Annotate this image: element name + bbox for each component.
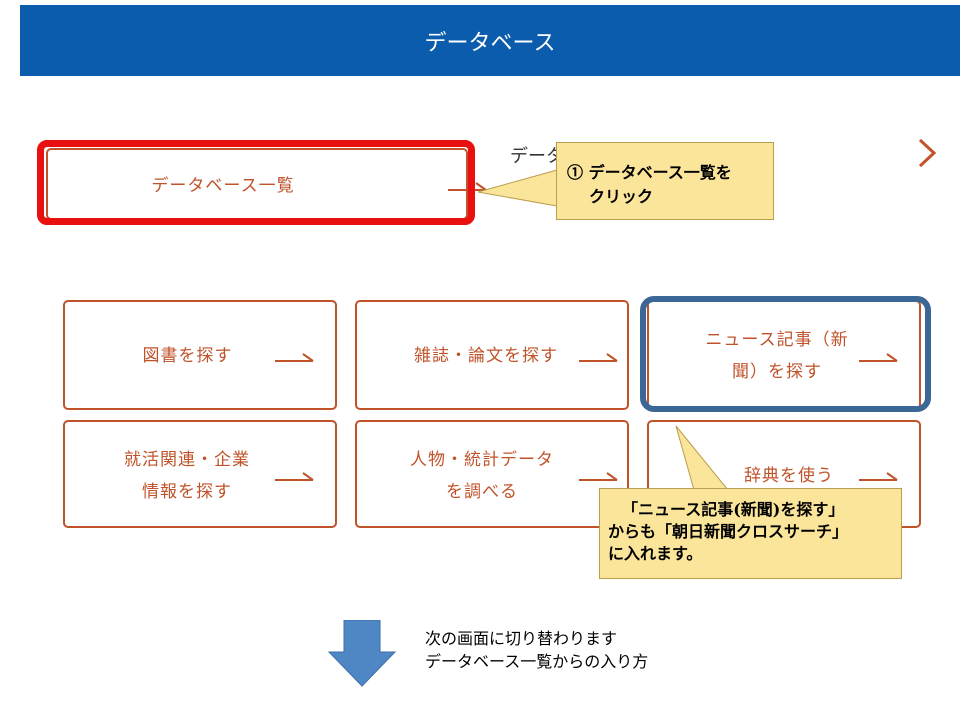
long-arrow-right-icon: [579, 353, 618, 362]
search-career-label-line1: 就活関連・企業: [124, 450, 250, 470]
tip-line2: からも「朝日新聞クロスサーチ」: [608, 522, 849, 541]
next-screen-note: 次の画面に切り替わります データベース一覧からの入り方: [425, 627, 648, 673]
tip-line1: 「ニュース記事(新聞)を探す」: [622, 500, 845, 519]
search-books-label: 図書を探す: [142, 346, 233, 366]
search-people-stats-button[interactable]: 人物・統計データ を調べる: [355, 420, 629, 528]
search-news-label-line1: ニュース記事（新: [705, 330, 849, 350]
search-career-button[interactable]: 就活関連・企業 情報を探す: [63, 420, 337, 528]
search-books-button[interactable]: 図書を探す: [63, 300, 337, 410]
page-header: データベース: [20, 5, 960, 76]
long-arrow-right-icon: [859, 472, 898, 481]
down-arrow-icon: [327, 620, 397, 687]
long-arrow-right-icon: [579, 472, 618, 481]
search-people-stats-label-line1: 人物・統計データ: [410, 450, 554, 470]
long-arrow-right-icon: [275, 353, 314, 362]
search-news-label-line2: 聞）を探す: [732, 362, 822, 382]
tip-line3: に入れます。: [608, 544, 703, 563]
next-screen-line2: データベース一覧からの入り方: [425, 652, 649, 671]
page-title: データベース: [424, 30, 556, 56]
search-people-stats-label-line2: を調べる: [446, 482, 518, 502]
callout-pointer: [675, 425, 730, 491]
chevron-right-icon: [918, 138, 937, 168]
next-button[interactable]: [912, 138, 942, 168]
callout-line2: クリック: [589, 187, 654, 206]
database-list-label: データベース一覧: [151, 176, 295, 196]
search-news-button[interactable]: ニュース記事（新 聞）を探す: [647, 300, 921, 410]
long-arrow-right-icon: [275, 472, 314, 481]
database-list-button[interactable]: データベース一覧: [46, 148, 487, 220]
partially-hidden-heading: データ: [510, 146, 564, 167]
search-journals-button[interactable]: 雑誌・論文を探す: [355, 300, 629, 410]
instruction-callout: ① データベース一覧を クリック: [556, 142, 774, 220]
search-journals-label: 雑誌・論文を探す: [414, 346, 558, 366]
tip-callout: 「ニュース記事(新聞)を探す」 からも「朝日新聞クロスサーチ」 に入れます。: [599, 488, 902, 579]
use-dictionary-label: 辞典を使う: [744, 466, 834, 486]
next-screen-line1: 次の画面に切り替わります: [425, 629, 618, 648]
search-career-label-line2: 情報を探す: [142, 482, 232, 502]
callout-line1: ① データベース一覧を: [567, 163, 732, 182]
long-arrow-right-icon: [859, 353, 898, 362]
callout-pointer: [477, 169, 559, 207]
long-arrow-right-icon: [448, 182, 487, 191]
